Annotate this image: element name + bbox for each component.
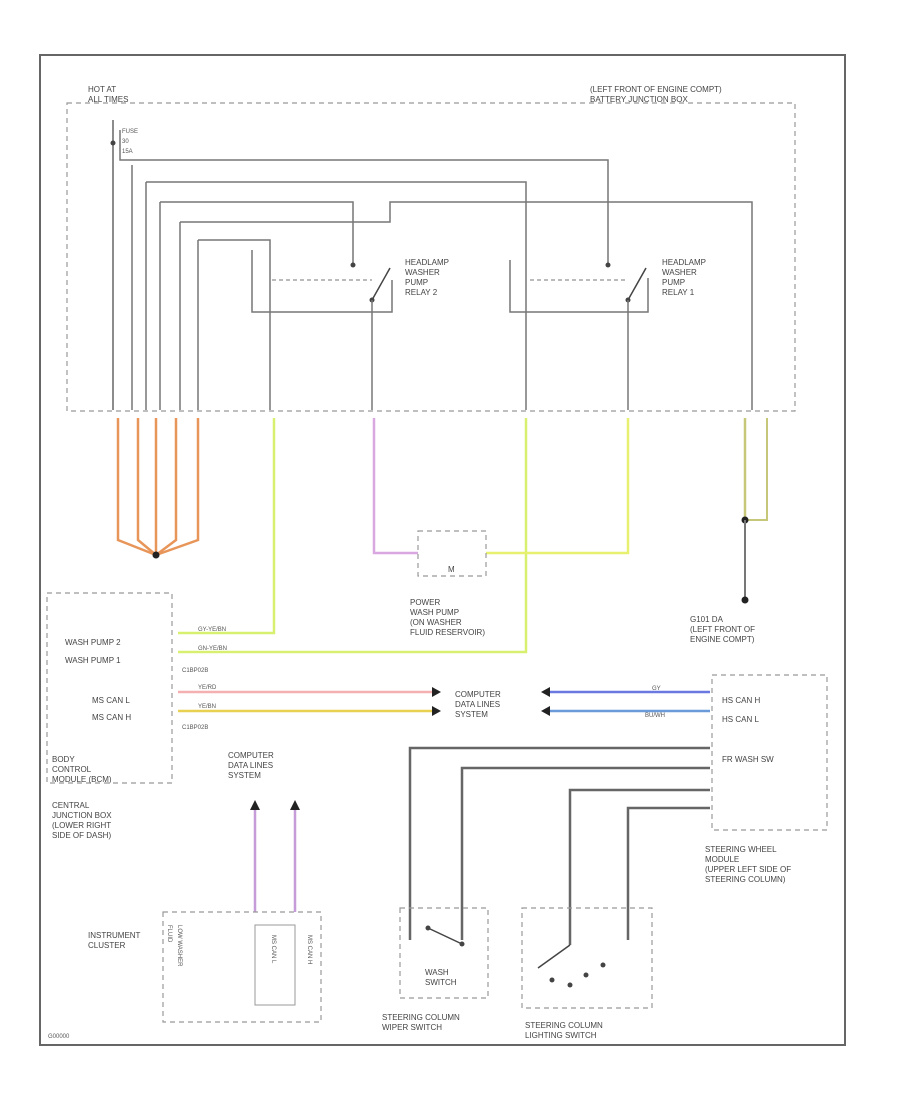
lighting-switch xyxy=(521,907,653,1009)
motor-return-wire xyxy=(486,418,630,555)
ic-can-block xyxy=(254,924,296,1006)
bcm-pin-2: WASH PUMP 1 xyxy=(65,656,121,665)
wash-pump2-wire xyxy=(178,418,276,635)
lighting-switch-contact xyxy=(537,944,571,969)
lighting-sw-wire-1 xyxy=(568,788,710,945)
diagram-border xyxy=(39,54,846,1046)
relay-2 xyxy=(251,250,393,410)
wash-pump1-wire xyxy=(178,418,528,654)
ic-pin-2: MS CAN L xyxy=(270,935,276,964)
sccm-wire-2: BU/WH xyxy=(645,713,665,719)
wiper-sw-wire-2 xyxy=(460,766,710,940)
battery-junction-box xyxy=(66,102,796,412)
arrow-ic-1 xyxy=(250,800,260,810)
orange-wire-bundle xyxy=(116,418,200,557)
arrow-hs-can-h xyxy=(541,687,550,697)
bcm-wire-1: GY-YE/BN xyxy=(198,627,226,633)
arrow-ic-2 xyxy=(290,800,300,810)
instrument-cluster xyxy=(162,911,322,1023)
power-wash-pump xyxy=(417,530,487,577)
sccm-wire-1: GY xyxy=(652,686,661,692)
ground-wire-2 xyxy=(745,418,768,521)
splice-point xyxy=(152,551,160,559)
bcm-wire-3: YE/RD xyxy=(198,685,217,691)
relay-1 xyxy=(509,260,649,410)
arrow-ms-can-l xyxy=(432,687,441,697)
bcm-connector-1: C1BP02B xyxy=(182,668,208,674)
motor-feed-wire xyxy=(372,418,418,555)
fuse-terminal xyxy=(110,140,116,146)
ic-pin-3: MS CAN H xyxy=(306,935,312,964)
relay1-feed xyxy=(119,130,609,265)
sccm-pin-1: HS CAN H xyxy=(722,696,760,705)
ground-feed xyxy=(180,201,753,410)
steering-wheel-module xyxy=(711,674,828,831)
bcm-wire-4: YE/BN xyxy=(198,704,216,710)
relay2-feed xyxy=(160,201,354,265)
wiper-sw-wire-1 xyxy=(408,746,710,940)
battery-box-label: (LEFT FRONT OF ENGINE COMPT)BATTERY JUNC… xyxy=(590,85,722,104)
relay2-coil xyxy=(198,239,271,410)
sccm-pin-4: FR WASH SW xyxy=(722,755,774,764)
arrow-hs-can-l xyxy=(541,706,550,716)
ground-point xyxy=(741,596,749,604)
wiper-switch xyxy=(399,907,489,999)
footer-code: G00000 xyxy=(48,1034,70,1040)
bcm-pin-1: WASH PUMP 2 xyxy=(65,638,121,647)
motor-symbol: M xyxy=(448,565,455,574)
arrow-ms-can-h xyxy=(432,706,441,716)
sccm-pin-2: HS CAN L xyxy=(722,715,759,724)
relay1-coil-feed xyxy=(146,181,527,265)
ic-pin-1: LOW WASHERFLUID xyxy=(166,925,182,967)
bcm-connector-2: C1BP02B xyxy=(182,725,208,731)
wash-switch-contact xyxy=(427,927,463,945)
body-control-module xyxy=(46,592,173,784)
bcm-wire-2: GN-YE/BN xyxy=(198,646,227,652)
bcm-pin-4: MS CAN L xyxy=(92,696,130,705)
lighting-sw-wire-2 xyxy=(626,806,710,940)
bcm-pin-5: MS CAN H xyxy=(92,713,131,722)
